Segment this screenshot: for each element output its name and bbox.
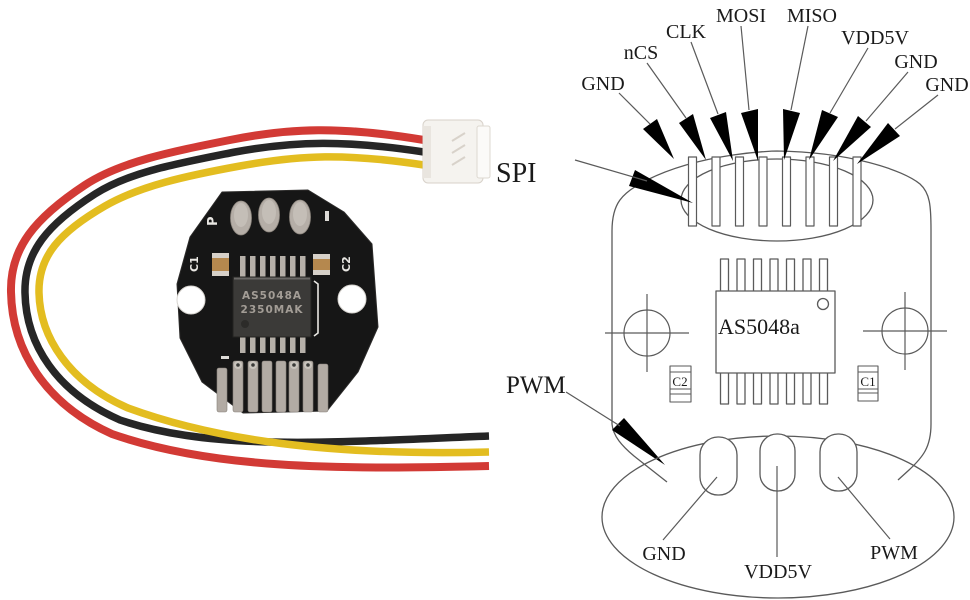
cap-footprint-c2: [669, 365, 692, 403]
pwm-connector-pads: [699, 433, 858, 496]
pwm-side-pads: [230, 197, 311, 236]
vias: [234, 361, 312, 369]
arrow-spi: [629, 170, 693, 203]
silkscreen-minus-mark: [325, 211, 329, 221]
cap-footprint-c1: [857, 365, 879, 402]
arrow-ncs: [679, 114, 706, 160]
arrow-miso: [783, 109, 800, 160]
spi-connector-ellipse: [680, 158, 874, 242]
silkscreen-c1-label: C1: [188, 256, 201, 272]
connector-mating-face: [476, 125, 491, 179]
pad-label-gnd: GND: [642, 543, 685, 565]
chip-diagram-body: [715, 290, 836, 374]
arrow-gnd-1: [643, 119, 674, 159]
pwm-callout-label: PWM: [506, 372, 566, 399]
spi-connector-pins: [687, 156, 862, 227]
pin-label-gnd-8: GND: [925, 74, 968, 96]
spi-side-pads: [216, 356, 329, 413]
silkscreen-c2-label: C2: [340, 256, 353, 272]
chip-diagram: [715, 258, 836, 405]
wire-red: [6, 126, 490, 472]
pad-leader-lines: [662, 466, 891, 557]
silkscreen-p-label: P: [206, 216, 221, 226]
connector-pin-slots: [451, 132, 466, 166]
chip-diagram-pins-top: [719, 258, 829, 293]
arrow-mosi: [741, 109, 758, 161]
cap-label-c2: C2: [672, 374, 687, 389]
pin-label-vdd5v: VDD5V: [841, 27, 909, 49]
capacitor-c2: [313, 254, 330, 275]
chip-photo: AS5048A 2350MAK: [232, 256, 319, 353]
pin-label-ncs: nCS: [624, 42, 658, 64]
pad-label-pwm: PWM: [870, 542, 918, 564]
product-photo: P C1 C2: [6, 119, 566, 472]
chip-marking-line2: 2350MAK: [241, 304, 304, 316]
silkscreen-bracket: [313, 280, 319, 337]
chip-marking-line1: AS5048A: [242, 290, 302, 302]
leader-lines: [565, 25, 939, 427]
chip-diagram-pin1-dot: [816, 297, 830, 311]
spi-callout-label: SPI: [496, 158, 536, 189]
wire-yellow: [35, 153, 490, 457]
pin-label-mosi: MOSI: [716, 5, 766, 27]
arrow-gnd-8: [857, 123, 900, 164]
mount-hole-right: [337, 284, 367, 314]
arrow-clk: [710, 112, 733, 161]
pin-arrows: [612, 109, 900, 465]
diagram-board-outline: [611, 150, 932, 483]
pin-label-clk: CLK: [666, 21, 707, 43]
pin-label-gnd-7: GND: [894, 51, 937, 73]
chip-pins-bottom: [240, 336, 306, 353]
capacitor-c1: [212, 253, 229, 276]
wire-black: [21, 139, 490, 447]
arrow-gnd-7: [833, 116, 871, 161]
silkscreen-dash: [221, 356, 229, 359]
jst-connector: [422, 119, 491, 184]
cable-loop: [6, 126, 490, 472]
top-pin-labels: GND nCS CLK MOSI MISO VDD5V GND GND: [581, 5, 968, 96]
chip-diagram-label: AS5048a: [718, 314, 800, 339]
arrow-vdd5v: [809, 110, 838, 160]
chip-pin1-dot: [241, 320, 249, 328]
diagram-mount-holes: [605, 292, 947, 372]
bottom-pad-labels: GND VDD5V PWM: [642, 542, 918, 583]
pad-label-vdd5v: VDD5V: [744, 561, 812, 583]
pin-label-gnd-1: GND: [581, 73, 624, 95]
pcb-board: P C1 C2: [176, 189, 379, 414]
chip-pins-top: [240, 256, 306, 278]
connector-wire-boot: [423, 126, 431, 178]
mount-hole-left: [176, 285, 206, 315]
pin-label-miso: MISO: [787, 5, 837, 27]
pinout-diagram: GND nCS CLK MOSI MISO VDD5V GND GND: [565, 5, 969, 599]
cap-label-c1: C1: [860, 374, 875, 389]
chip-diagram-pins-bottom: [719, 371, 829, 405]
arrow-pwm: [612, 418, 665, 465]
